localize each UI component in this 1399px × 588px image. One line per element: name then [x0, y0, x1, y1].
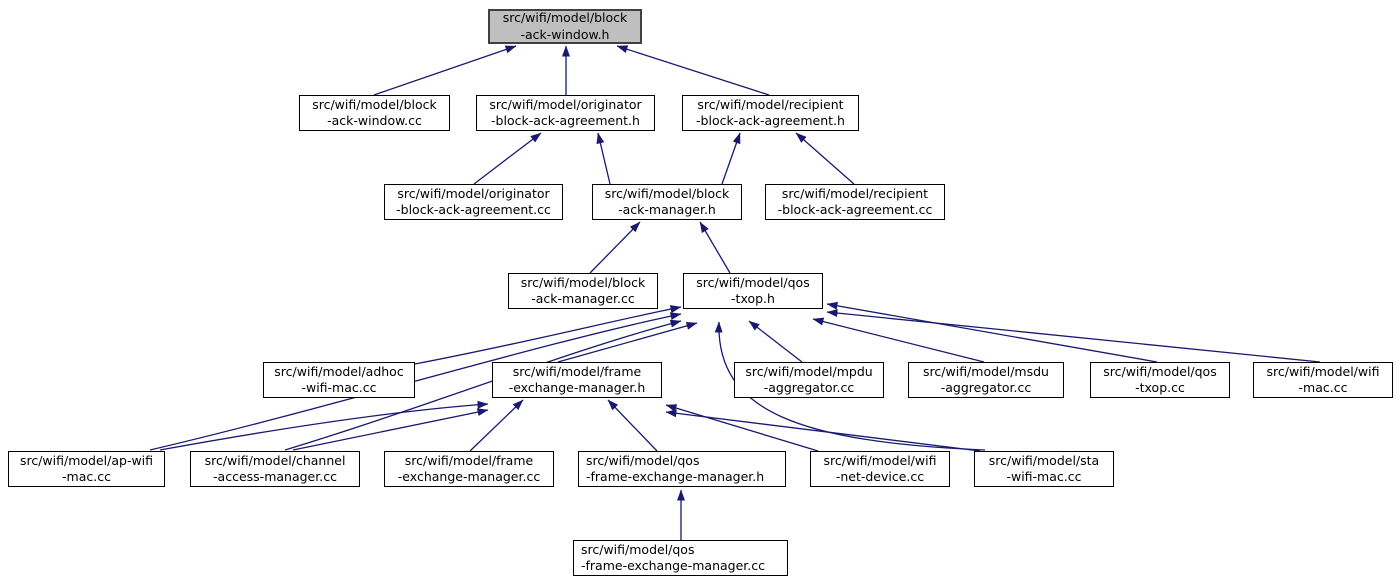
- graph-edge-sta-wifi-mac-cc--frame-exchange-manager-h: [665, 409, 981, 452]
- graph-node-label: src/wifi/model/recipient -block-ack-agre…: [696, 96, 845, 128]
- graph-node-label: src/wifi/model/qos -txop.cc: [1103, 363, 1217, 395]
- graph-node-wifi-mac-cc[interactable]: src/wifi/model/wifi -mac.cc: [1253, 362, 1393, 398]
- graph-node-label: src/wifi/model/wifi -net-device.cc: [823, 452, 937, 484]
- graph-node-label: src/wifi/model/sta -wifi-mac.cc: [988, 452, 1100, 484]
- graph-node-channel-access-manager-cc[interactable]: src/wifi/model/channel -access-manager.c…: [190, 451, 360, 487]
- graph-edge-frame-exchange-manager-cc--frame-exchange-manager-h: [469, 399, 524, 452]
- graph-node-originator-block-ack-agreement-cc[interactable]: src/wifi/model/originator -block-ack-agr…: [384, 184, 563, 220]
- graph-edge-block-ack-manager-h--originator-block-ack-agreement-h: [596, 132, 611, 185]
- graph-node-adhoc-wifi-mac-cc[interactable]: src/wifi/model/adhoc -wifi-mac.cc: [263, 362, 415, 398]
- graph-node-originator-block-ack-agreement-h[interactable]: src/wifi/model/originator -block-ack-agr…: [476, 95, 655, 131]
- graph-edge-recipient-block-ack-agreement-cc--recipient-block-ack-agreement-h: [795, 132, 855, 185]
- graph-node-label: src/wifi/model/frame -exchange-manager.h: [508, 363, 646, 395]
- graph-edge-block-ack-manager-h--recipient-block-ack-agreement-h: [721, 132, 741, 185]
- graph-node-wifi-net-device-cc[interactable]: src/wifi/model/wifi -net-device.cc: [810, 451, 950, 487]
- graph-node-block-ack-manager-h[interactable]: src/wifi/model/block -ack-manager.h: [592, 184, 742, 220]
- graph-node-block-ack-manager-cc[interactable]: src/wifi/model/block -ack-manager.cc: [508, 273, 658, 309]
- graph-node-label: src/wifi/model/adhoc -wifi-mac.cc: [274, 363, 404, 395]
- graph-edge-wifi-mac-cc--qos-txop-h: [826, 309, 1321, 363]
- graph-edge-qos-txop-h--block-ack-manager-h: [699, 221, 731, 274]
- graph-edge-frame-exchange-manager-h--qos-txop-h: [557, 321, 698, 363]
- graph-node-msdu-aggregator-cc[interactable]: src/wifi/model/msdu -aggregator.cc: [908, 362, 1064, 398]
- graph-node-qos-frame-exchange-manager-h[interactable]: src/wifi/model/qos -frame-exchange-manag…: [578, 451, 786, 487]
- graph-node-recipient-block-ack-agreement-h[interactable]: src/wifi/model/recipient -block-ack-agre…: [682, 95, 859, 131]
- graph-node-label: src/wifi/model/frame -exchange-manager.c…: [397, 452, 541, 484]
- graph-edge-mpdu-aggregator-cc--qos-txop-h: [748, 320, 803, 363]
- graph-node-block-ack-window-h[interactable]: src/wifi/model/block -ack-window.h: [488, 9, 642, 44]
- graph-node-label: src/wifi/model/qos -txop.h: [696, 274, 810, 306]
- graph-node-qos-txop-cc[interactable]: src/wifi/model/qos -txop.cc: [1090, 362, 1230, 398]
- graph-node-frame-exchange-manager-cc[interactable]: src/wifi/model/frame -exchange-manager.c…: [384, 451, 554, 487]
- graph-node-block-ack-window-cc[interactable]: src/wifi/model/block -ack-window.cc: [299, 95, 450, 131]
- graph-node-label: src/wifi/model/block -ack-window.h: [502, 10, 628, 42]
- graph-node-label: src/wifi/model/recipient -block-ack-agre…: [777, 185, 933, 217]
- graph-node-label: src/wifi/model/mpdu -aggregator.cc: [745, 363, 873, 395]
- graph-edge-originator-block-ack-agreement-cc--originator-block-ack-agreement-h: [473, 132, 542, 185]
- graph-node-frame-exchange-manager-h[interactable]: src/wifi/model/frame -exchange-manager.h: [492, 362, 662, 398]
- graph-edge-block-ack-manager-cc--block-ack-manager-h: [589, 221, 641, 274]
- graph-node-label: src/wifi/model/block -ack-window.cc: [312, 96, 437, 128]
- graph-node-mpdu-aggregator-cc[interactable]: src/wifi/model/mpdu -aggregator.cc: [734, 362, 884, 398]
- graph-edge-qos-txop-cc--qos-txop-h: [826, 301, 1158, 363]
- graph-node-sta-wifi-mac-cc[interactable]: src/wifi/model/sta -wifi-mac.cc: [974, 451, 1114, 487]
- graph-node-qos-frame-exchange-manager-cc[interactable]: src/wifi/model/qos -frame-exchange-manag…: [573, 540, 788, 576]
- graph-node-qos-txop-h[interactable]: src/wifi/model/qos -txop.h: [683, 273, 823, 309]
- graph-node-label: src/wifi/model/channel -access-manager.c…: [204, 452, 346, 484]
- graph-node-label: src/wifi/model/block -ack-manager.cc: [520, 274, 646, 306]
- graph-edge-wifi-net-device-cc--frame-exchange-manager-h: [665, 404, 819, 452]
- graph-edge-block-ack-window-cc--block-ack-window-h: [373, 45, 517, 96]
- graph-node-label: src/wifi/model/originator -block-ack-agr…: [489, 96, 642, 128]
- graph-edge-adhoc-wifi-mac-cc--qos-txop-h: [414, 305, 682, 365]
- graph-node-label: src/wifi/model/ap-wifi -mac.cc: [19, 452, 154, 484]
- graph-edge-recipient-block-ack-agreement-h--block-ack-window-h: [616, 45, 770, 96]
- graph-node-label: src/wifi/model/wifi -mac.cc: [1266, 363, 1380, 395]
- graph-node-label: src/wifi/model/qos -frame-exchange-manag…: [581, 541, 766, 573]
- graph-edge-channel-access-manager-cc--frame-exchange-manager-h: [292, 408, 489, 451]
- graph-edge-msdu-aggregator-cc--qos-txop-h: [812, 317, 985, 363]
- graph-node-label: src/wifi/model/qos -frame-exchange-manag…: [586, 452, 765, 484]
- graph-node-label: src/wifi/model/msdu -aggregator.cc: [923, 363, 1049, 395]
- graph-edge-ap-wifi-mac-cc--frame-exchange-manager-h: [159, 400, 489, 451]
- graph-node-label: src/wifi/model/originator -block-ack-agr…: [396, 185, 551, 217]
- graph-node-label: src/wifi/model/block -ack-manager.h: [604, 185, 730, 217]
- graph-node-ap-wifi-mac-cc[interactable]: src/wifi/model/ap-wifi -mac.cc: [8, 451, 165, 487]
- graph-edge-qos-frame-exchange-manager-h--frame-exchange-manager-h: [607, 399, 658, 452]
- graph-node-recipient-block-ack-agreement-cc[interactable]: src/wifi/model/recipient -block-ack-agre…: [765, 184, 945, 220]
